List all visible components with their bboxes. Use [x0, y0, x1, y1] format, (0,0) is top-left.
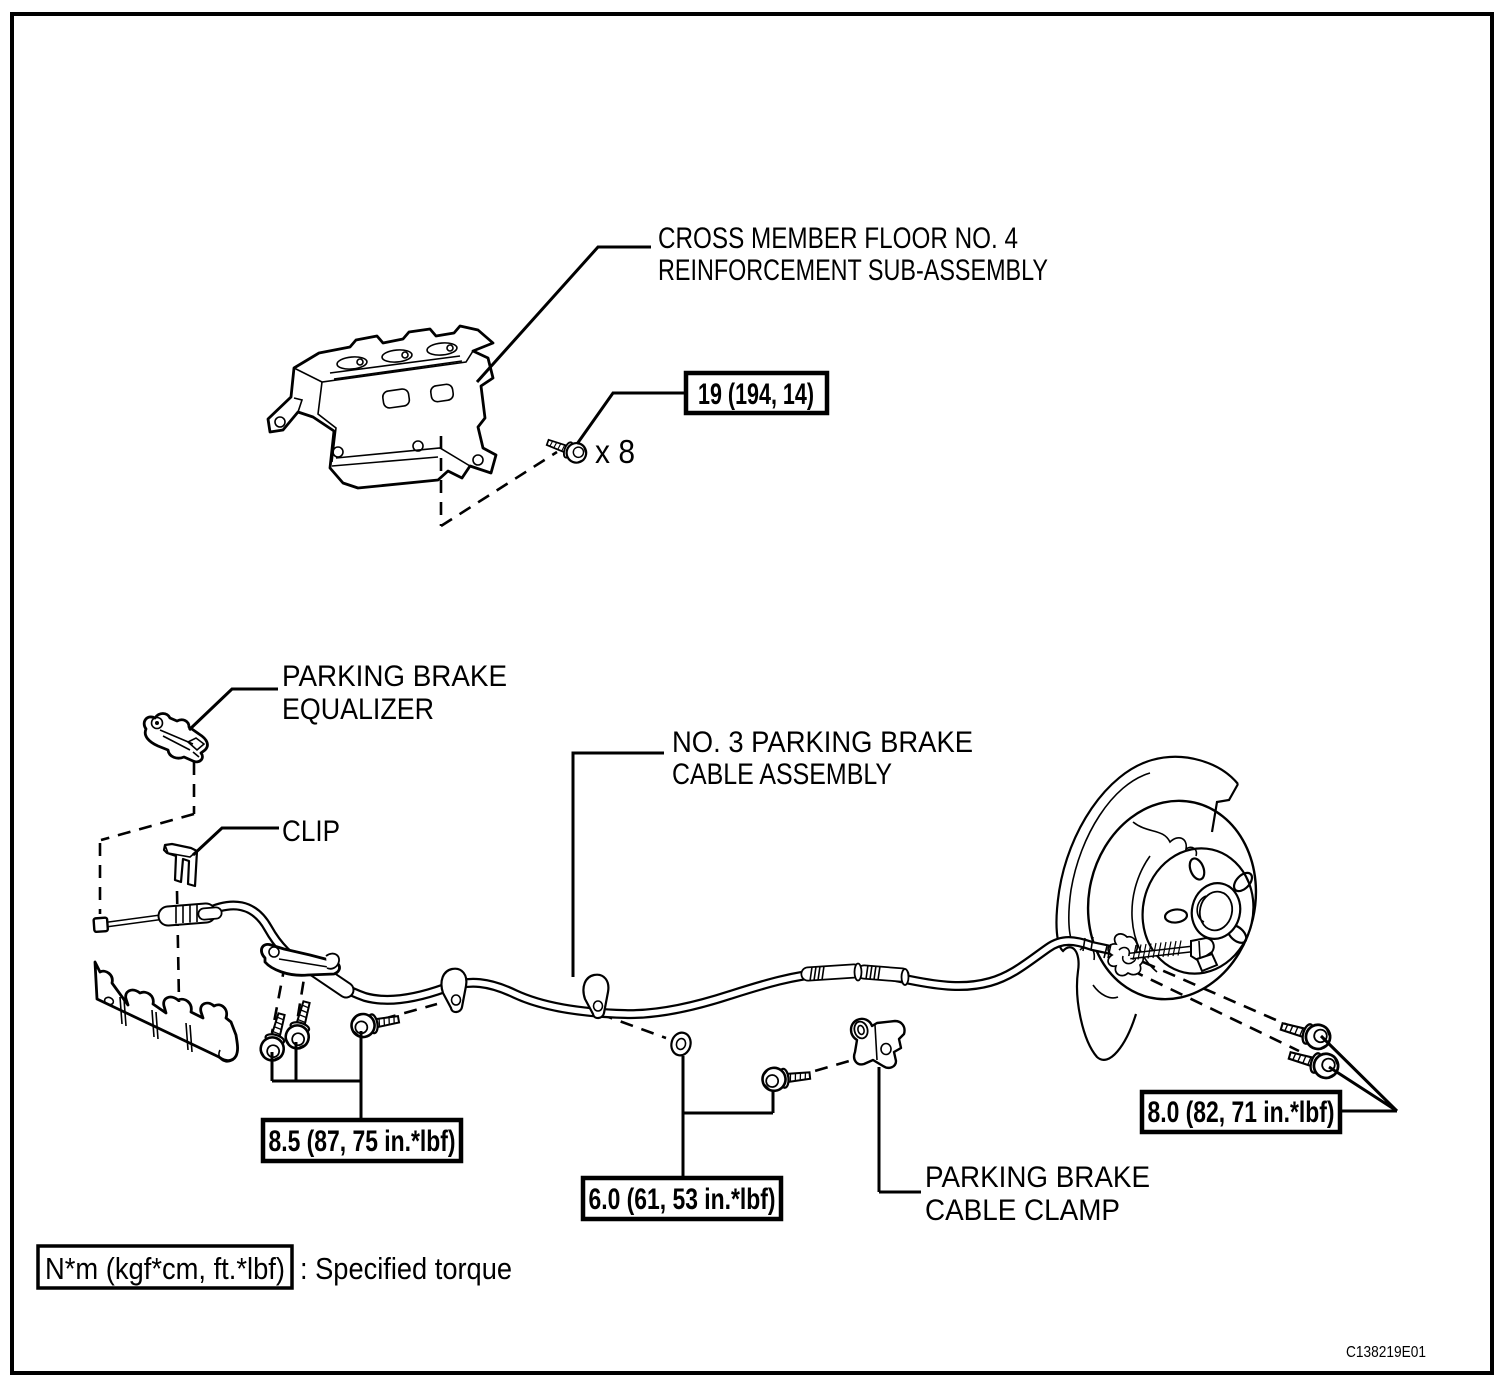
bolt-icon-clamp-1 [348, 1006, 402, 1041]
torque-box-80 [1139, 1089, 1343, 1135]
cable-clamp-small-2 [582, 973, 610, 1020]
parking-brake-equalizer-part [142, 712, 209, 764]
bolt-icon-clamp-2 [760, 1062, 813, 1094]
parking-brake-cable-clamp-part [849, 1017, 906, 1069]
cross-member-part [266, 324, 498, 490]
cable-end-actuator [1103, 933, 1219, 977]
legend-description: : Specified torque [300, 1251, 512, 1286]
torque-value-bracket: 8.5 (87, 75 in.*lbf) [269, 1125, 456, 1158]
label-cable-assembly-line2: CABLE ASSEMBLY [672, 758, 892, 791]
label-cable-clamp-line1: PARKING BRAKE [925, 1161, 1150, 1194]
torque-box-19 [683, 370, 830, 416]
cable-adjuster [157, 902, 223, 927]
label-clip: CLIP [282, 815, 340, 848]
figure-code: C138219E01 [1346, 1344, 1426, 1361]
torque-value-cross-member: 19 (194, 14) [698, 378, 814, 411]
torque-box-85 [260, 1117, 464, 1164]
cable-end-fitting [92, 916, 110, 934]
cable-bracket-plate-part [93, 960, 239, 1063]
torque-value-backing: 8.0 (82, 71 in.*lbf) [1148, 1096, 1335, 1129]
bolt-quantity: x 8 [595, 433, 635, 470]
cable-guide-bracket [260, 943, 341, 977]
label-cross-member-line2: REINFORCEMENT SUB-ASSEMBLY [658, 254, 1048, 287]
leader-lines [187, 245, 1399, 1194]
legend-unit-box [36, 1244, 294, 1290]
cable-clamp-small-1 [440, 967, 468, 1014]
cable-nut [670, 1031, 692, 1057]
label-equalizer-line1: PARKING BRAKE [282, 660, 507, 693]
clip-part [162, 842, 199, 888]
label-equalizer-line2: EQUALIZER [282, 693, 434, 726]
brake-backing-plate-and-hub [1055, 755, 1258, 1061]
legend-unit-text: N*m (kgf*cm, ft.*lbf) [45, 1251, 285, 1286]
cable-sleeves [800, 962, 910, 986]
label-cable-clamp-line2: CABLE CLAMP [925, 1194, 1120, 1227]
bolt-icon-backing-1 [1276, 1013, 1335, 1054]
torque-value-cable-nut: 6.0 (61, 53 in.*lbf) [589, 1183, 776, 1216]
label-cable-assembly-line1: NO. 3 PARKING BRAKE [672, 726, 973, 759]
torque-box-60 [580, 1175, 784, 1222]
label-cross-member-line1: CROSS MEMBER FLOOR NO. 4 [658, 222, 1018, 255]
no3-parking-brake-cable [92, 900, 1127, 1020]
figure-border [10, 12, 1494, 1375]
